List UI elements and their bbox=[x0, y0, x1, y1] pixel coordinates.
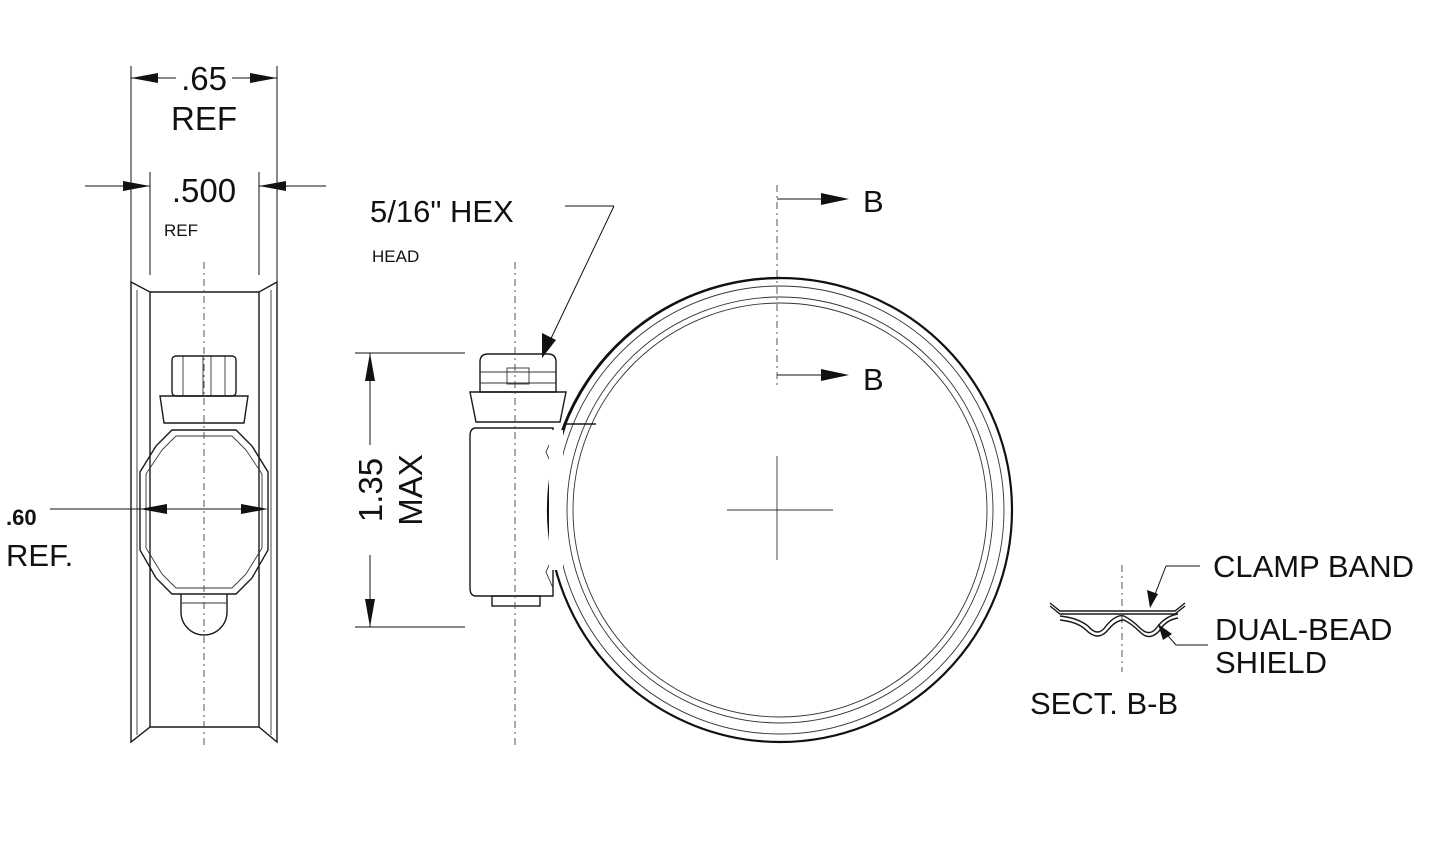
shield-label-line1: DUAL-BEAD bbox=[1215, 612, 1392, 647]
height-ref-label: REF. bbox=[6, 538, 73, 573]
side-view bbox=[355, 205, 615, 748]
max-height-value: 1.35 bbox=[352, 458, 389, 522]
height-ref-value: .60 bbox=[6, 505, 37, 530]
hex-callout: 5/16" HEX bbox=[370, 194, 514, 229]
band-view bbox=[546, 185, 1014, 744]
clamp-band-label: CLAMP BAND bbox=[1213, 549, 1414, 584]
front-view bbox=[50, 66, 326, 748]
max-height-label: MAX bbox=[392, 454, 429, 526]
section-b-b bbox=[1049, 565, 1208, 672]
band-width-label: REF bbox=[164, 221, 198, 240]
section-title: SECT. B-B bbox=[1030, 686, 1178, 721]
width-ref-label: REF bbox=[171, 100, 237, 137]
width-ref-value: .65 bbox=[181, 60, 227, 97]
band-width-value: .500 bbox=[172, 172, 236, 209]
hex-callout-sub: HEAD bbox=[372, 247, 419, 266]
section-marker-top: B bbox=[863, 184, 884, 219]
shield-label-line2: SHIELD bbox=[1215, 645, 1327, 680]
section-marker-bottom: B bbox=[863, 362, 884, 397]
